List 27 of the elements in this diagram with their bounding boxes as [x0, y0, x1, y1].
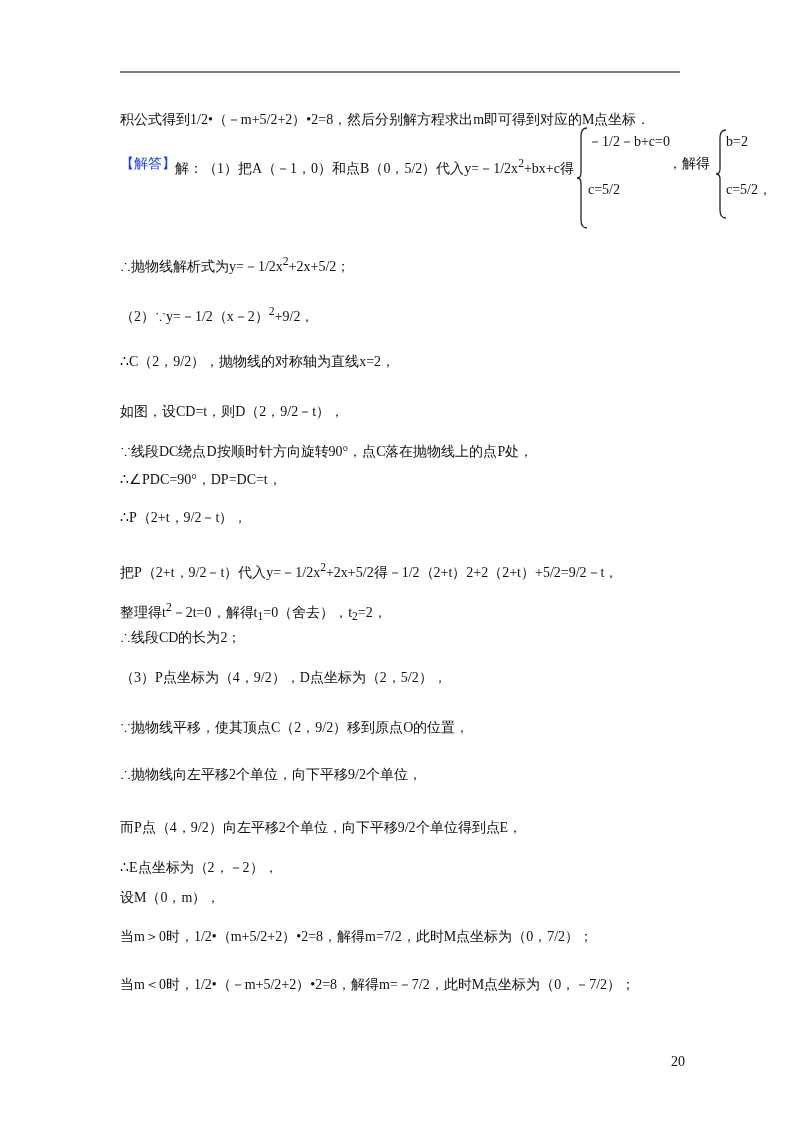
text-line: 积公式得到1/2•（－m+5/2+2）•2=8，然后分别解方程求出m即可得到对应的M点坐标． [120, 111, 651, 129]
text-line: 如图，设CD=t，则D（2，9/2－t）， [120, 403, 345, 421]
text-line: ∵线段DC绕点D按顺时针方向旋转90°，点C落在抛物线上的点P处， [120, 443, 534, 461]
text-line: （3）P点坐标为（4，9/2），D点坐标为（2，5/2）， [120, 669, 447, 687]
text-line: ，解得 [668, 155, 710, 173]
text-line: ∴抛物线解析式为y=－1/2x$^{2}$+2x+5/2； [120, 254, 351, 276]
text-line: 当m＞0时，1/2•（m+5/2+2）•2=8，解得m=7/2，此时M点坐标为（0，7/2）； [120, 928, 594, 946]
equation-line: b=2 [726, 133, 748, 151]
text-line: ∴E点坐标为（2，－2）， [120, 859, 278, 877]
text-line: ∴线段CD的长为2； [120, 629, 242, 647]
page-number: 20 [671, 1053, 685, 1071]
equation-line: c=5/2， [726, 181, 772, 199]
text-line: 解：（1）把A（－1，0）和点B（0，5/2）代入y=－1/2x$^{2}$+bx+c得 [175, 156, 574, 178]
text-line: 而P点（4，9/2）向左平移2个单位，向下平移9/2个单位得到点E， [120, 819, 523, 837]
text-line: 整理得t$^{2}$－2t=0，解得t$_{1}$=0（舍去），t$_{2}$=2， [120, 600, 387, 626]
heading-label: 【解答】 [120, 155, 176, 171]
text-line: ∵抛物线平移，使其顶点C（2，9/2）移到原点O的位置， [120, 719, 470, 737]
text-line: ∴C（2，9/2），抛物线的对称轴为直线x=2， [120, 353, 396, 371]
text-line: 当m＜0时，1/2•（－m+5/2+2）•2=8，解得m=－7/2，此时M点坐标为（0，－7/2）； [120, 976, 636, 994]
equation-line: c=5/2 [588, 181, 620, 199]
text-line: ∴P（2+t，9/2－t）， [120, 509, 248, 527]
text-line: ∴∠PDC=90°，DP=DC=t， [120, 471, 282, 489]
text-line: 设M（0，m）， [120, 889, 221, 907]
text-line: （2）∵y=－1/2（x－2）$^{2}$+9/2， [120, 304, 315, 326]
text-line: ∴抛物线向左平移2个单位，向下平移9/2个单位， [120, 766, 422, 784]
equation-line: －1/2－b+c=0 [588, 133, 670, 151]
text-line: 把P（2+t，9/2－t）代入y=－1/2x$^{2}$+2x+5/2得－1/2（2+t）2+2（2+t）+5/2=9/2－t， [120, 560, 619, 582]
